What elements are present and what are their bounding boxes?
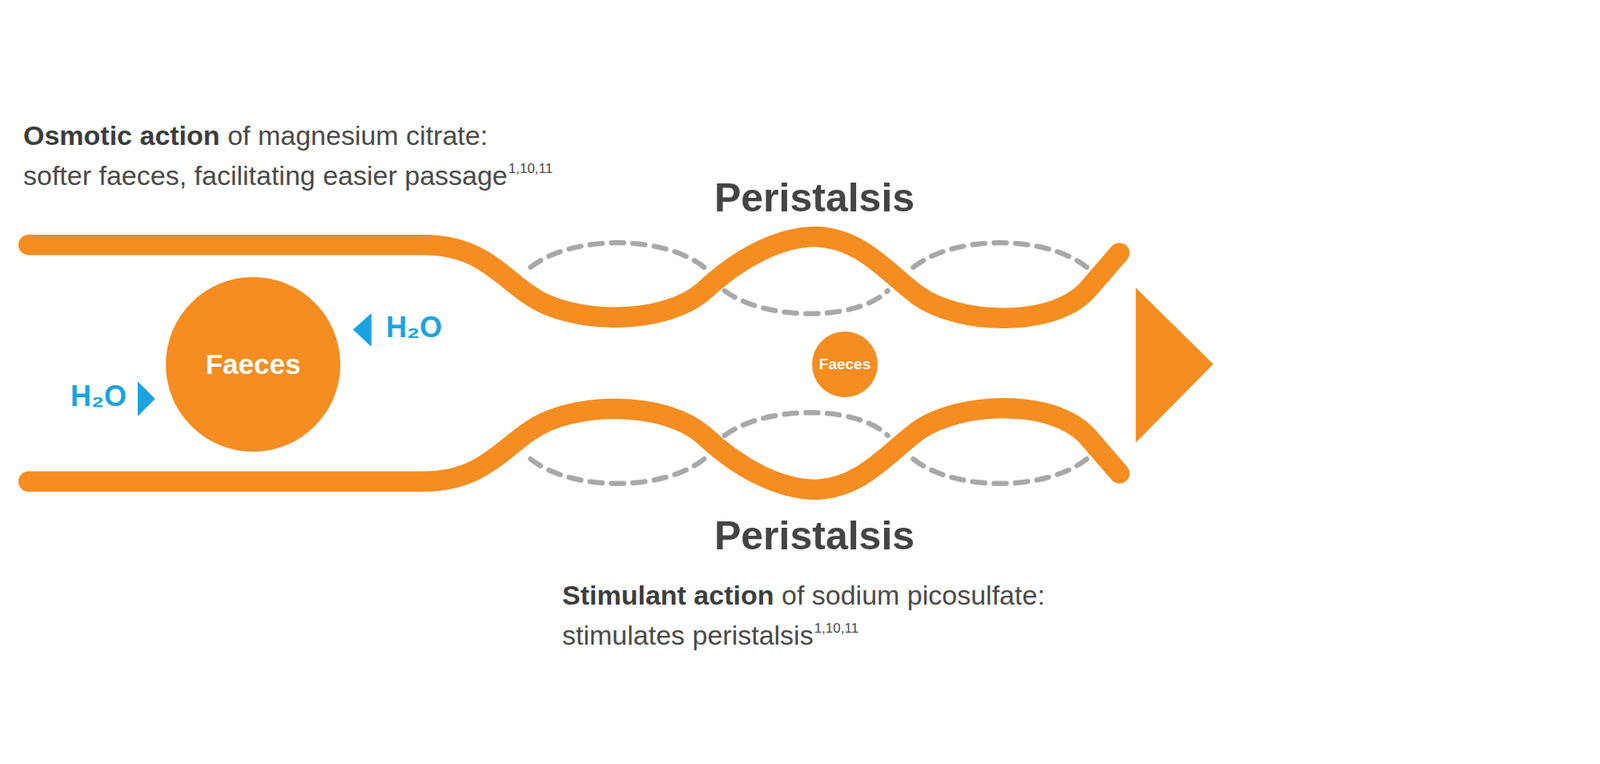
node-label: Faeces: [205, 348, 302, 381]
text-line: softer faeces, facilitating easier passa…: [23, 160, 553, 192]
action-heading: Stimulant action: [562, 579, 774, 612]
text-line: Osmotic actionof magnesium citrate:: [23, 120, 488, 152]
node-label: Faeces: [819, 355, 871, 374]
description-text: of sodium picosulfate:: [781, 579, 1046, 612]
water-arrow: [353, 313, 372, 347]
description-text: stimulates peristalsis: [562, 619, 814, 652]
water-label: H₂O: [70, 379, 127, 414]
reference-number: 1,10,11: [508, 160, 553, 177]
text-line: H₂O: [385, 310, 443, 345]
water-arrow: [137, 381, 156, 416]
peristalsis-heading: Peristalsis: [714, 174, 915, 222]
water-label: H₂O: [385, 310, 443, 345]
action-heading: Osmotic action: [23, 120, 221, 152]
reference-number: 1,10,11: [814, 620, 859, 637]
description-text: softer faeces, facilitating easier passa…: [23, 160, 508, 192]
description-text: of magnesium citrate:: [227, 120, 488, 152]
faeces-circle: Faeces: [165, 277, 341, 452]
direction-arrow: [1135, 287, 1214, 443]
text-line: stimulates peristalsis1,10,11: [562, 619, 859, 652]
faeces-circle: Faeces: [812, 331, 878, 398]
text-line: Peristalsis: [714, 512, 915, 559]
text-line: H₂O: [70, 379, 127, 414]
text-line: Peristalsis: [714, 174, 915, 222]
text-line: Stimulant actionof sodium picosulfate:: [562, 579, 1046, 612]
peristalsis-heading: Peristalsis: [714, 512, 915, 559]
